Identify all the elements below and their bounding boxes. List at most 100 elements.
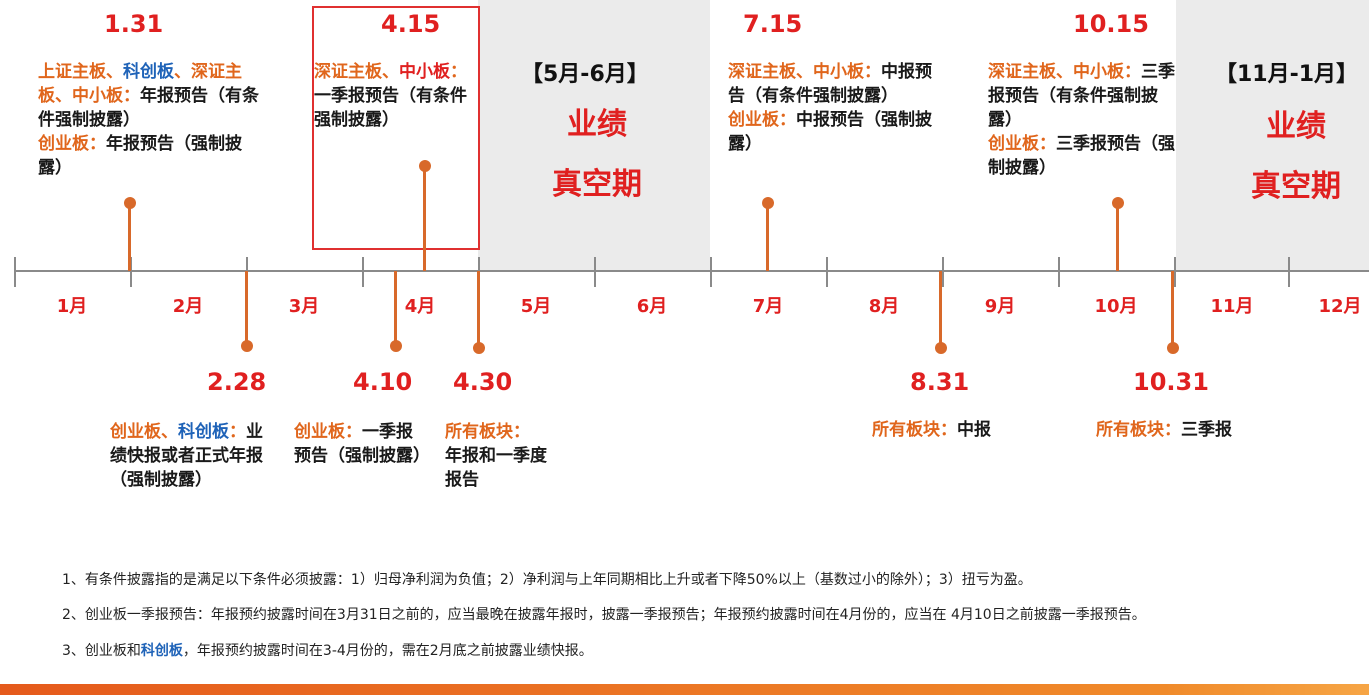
- period-title-may-jun: 业绩 真空期: [517, 95, 677, 215]
- axis-tick: [1288, 257, 1290, 287]
- axis-tick: [362, 257, 364, 287]
- note-text-span: 深证主板、: [314, 62, 399, 82]
- note-4-30: 所有板块： 年报和一季度报告: [445, 420, 555, 492]
- dot-1-31: [124, 197, 136, 209]
- note-text-span: 3、创业板和: [62, 643, 141, 659]
- footnote-2: 2、创业板一季报预告：年报预约披露时间在3月31日之前的，应当最晚在披露年报时，…: [62, 604, 1146, 624]
- timeline-axis: [14, 270, 1369, 272]
- axis-tick: [942, 257, 944, 287]
- note-text-span: 所有板块：: [1096, 420, 1181, 440]
- dot-2-28: [241, 340, 253, 352]
- footnote-1: 1、有条件披露指的是满足以下条件必须披露：1）归母净利润为负值；2）净利润与上年…: [62, 569, 1032, 589]
- date-4-10: 4.10: [353, 368, 413, 396]
- note-text-span: 三季报预告（强制披露）: [988, 134, 1175, 178]
- stem-4-15: [423, 166, 426, 271]
- month-label: 5月: [520, 296, 552, 317]
- month-label: 6月: [636, 296, 668, 317]
- dot-10-15: [1112, 197, 1124, 209]
- dot-4-30: [473, 342, 485, 354]
- axis-tick: [826, 257, 828, 287]
- note-text-span: 创业板、: [110, 422, 178, 442]
- period-line2-may-jun: 真空期: [552, 167, 642, 202]
- date-4-15: 4.15: [381, 10, 441, 38]
- month-label: 11月: [1210, 296, 1254, 317]
- month-label: 9月: [984, 296, 1016, 317]
- period-line2-nov-jan: 真空期: [1251, 169, 1341, 204]
- month-label: 12月: [1318, 296, 1362, 317]
- footnote-3: 3、创业板和科创板，年报预约披露时间在3-4月份的，需在2月底之前披露业绩快报。: [62, 640, 593, 660]
- period-range-nov-jan: 【11月-1月】: [1215, 62, 1359, 87]
- note-text-span: 年报和一季度报告: [445, 446, 547, 490]
- date-10-31: 10.31: [1133, 368, 1209, 396]
- period-title-nov-jan: 业绩 真空期: [1216, 97, 1369, 217]
- date-2-28: 2.28: [207, 368, 267, 396]
- note-text-span: ：: [123, 86, 140, 106]
- highlight-box-4-15: [312, 6, 480, 250]
- note-text-span: ：: [229, 422, 246, 442]
- note-text-span: 年报预告（强制披露）: [38, 134, 242, 178]
- stem-4-30: [477, 271, 480, 347]
- note-text-span: 三季报: [1181, 420, 1232, 440]
- note-10-31: 所有板块：三季报: [1096, 418, 1276, 442]
- vacuum-period-nov-jan-bg: [1176, 0, 1369, 270]
- note-text-span: 创业板：: [38, 134, 106, 154]
- note-text-span: 年报预告（有条件强制披露）: [38, 86, 259, 130]
- note-text-span: 、深证主板、中小板: [38, 62, 242, 106]
- axis-tick: [130, 257, 132, 287]
- month-label: 4月: [404, 296, 436, 317]
- month-label: 2月: [172, 296, 204, 317]
- axis-tick: [710, 257, 712, 287]
- note-text-span: 业绩快报或者正式年报（强制披露）: [110, 422, 263, 490]
- note-text-span: 上证主板、: [38, 62, 123, 82]
- month-label: 3月: [288, 296, 320, 317]
- note-4-10: 创业板：一季报预告（强制披露）: [294, 420, 430, 468]
- dot-8-31: [935, 342, 947, 354]
- note-text-span: 深证主板、中小板：: [988, 62, 1141, 82]
- note-text-span: 中小板: [399, 62, 450, 82]
- dot-4-10: [390, 340, 402, 352]
- period-range-may-jun: 【5月-6月】: [521, 62, 649, 87]
- note-8-31: 所有板块：中报: [872, 418, 1052, 442]
- stem-2-28: [245, 271, 248, 345]
- axis-tick: [1174, 257, 1176, 287]
- axis-tick: [14, 257, 16, 287]
- stem-1-31: [128, 203, 131, 271]
- month-label: 1月: [56, 296, 88, 317]
- period-line1-may-jun: 业绩: [567, 107, 627, 142]
- note-text-span: 一季报预告（强制披露）: [294, 422, 430, 466]
- axis-tick: [1058, 257, 1060, 287]
- axis-tick: [594, 257, 596, 287]
- month-label: 8月: [868, 296, 900, 317]
- date-7-15: 7.15: [743, 10, 803, 38]
- dot-10-31: [1167, 342, 1179, 354]
- note-4-15: 深证主板、中小板： 一季报预告（有条件强制披露）: [314, 60, 472, 132]
- note-text-span: 科创板: [140, 643, 183, 659]
- note-text-span: 一季报预告（有条件强制披露）: [314, 86, 467, 130]
- note-text-span: 中报预告（有条件强制披露）: [728, 62, 932, 106]
- month-label: 10月: [1094, 296, 1138, 317]
- stem-10-15: [1116, 203, 1119, 271]
- date-8-31: 8.31: [910, 368, 970, 396]
- date-10-15: 10.15: [1073, 10, 1149, 38]
- date-1-31: 1.31: [104, 10, 164, 38]
- dot-7-15: [762, 197, 774, 209]
- note-text-span: 1、有条件披露指的是满足以下条件必须披露：1）归母净利润为负值；2）净利润与上年…: [62, 572, 1032, 588]
- note-text-span: 创业板：: [294, 422, 362, 442]
- note-text-span: 2、创业板一季报预告：年报预约披露时间在3月31日之前的，应当最晚在披露年报时，…: [62, 607, 1146, 623]
- note-7-15: 深证主板、中小板：中报预告（有条件强制披露）创业板：中报预告（强制披露）: [728, 60, 940, 156]
- stem-8-31: [939, 271, 942, 347]
- note-text-span: 所有板块：: [445, 422, 530, 442]
- vacuum-period-may-jun-bg: [478, 0, 710, 270]
- note-10-15: 深证主板、中小板：三季报预告（有条件强制披露）创业板：三季报预告（强制披露）: [988, 60, 1178, 180]
- note-text-span: 中报: [957, 420, 991, 440]
- stem-10-31: [1171, 271, 1174, 347]
- note-text-span: 科创板: [178, 422, 229, 442]
- date-4-30: 4.30: [453, 368, 513, 396]
- bottom-accent-bar: [0, 684, 1369, 695]
- stem-4-10: [394, 271, 397, 345]
- stem-7-15: [766, 203, 769, 271]
- note-text-span: 深证主板、中小板：: [728, 62, 881, 82]
- note-text-span: ：: [450, 62, 467, 82]
- note-text-span: 创业板：: [728, 110, 796, 130]
- period-line1-nov-jan: 业绩: [1266, 109, 1326, 144]
